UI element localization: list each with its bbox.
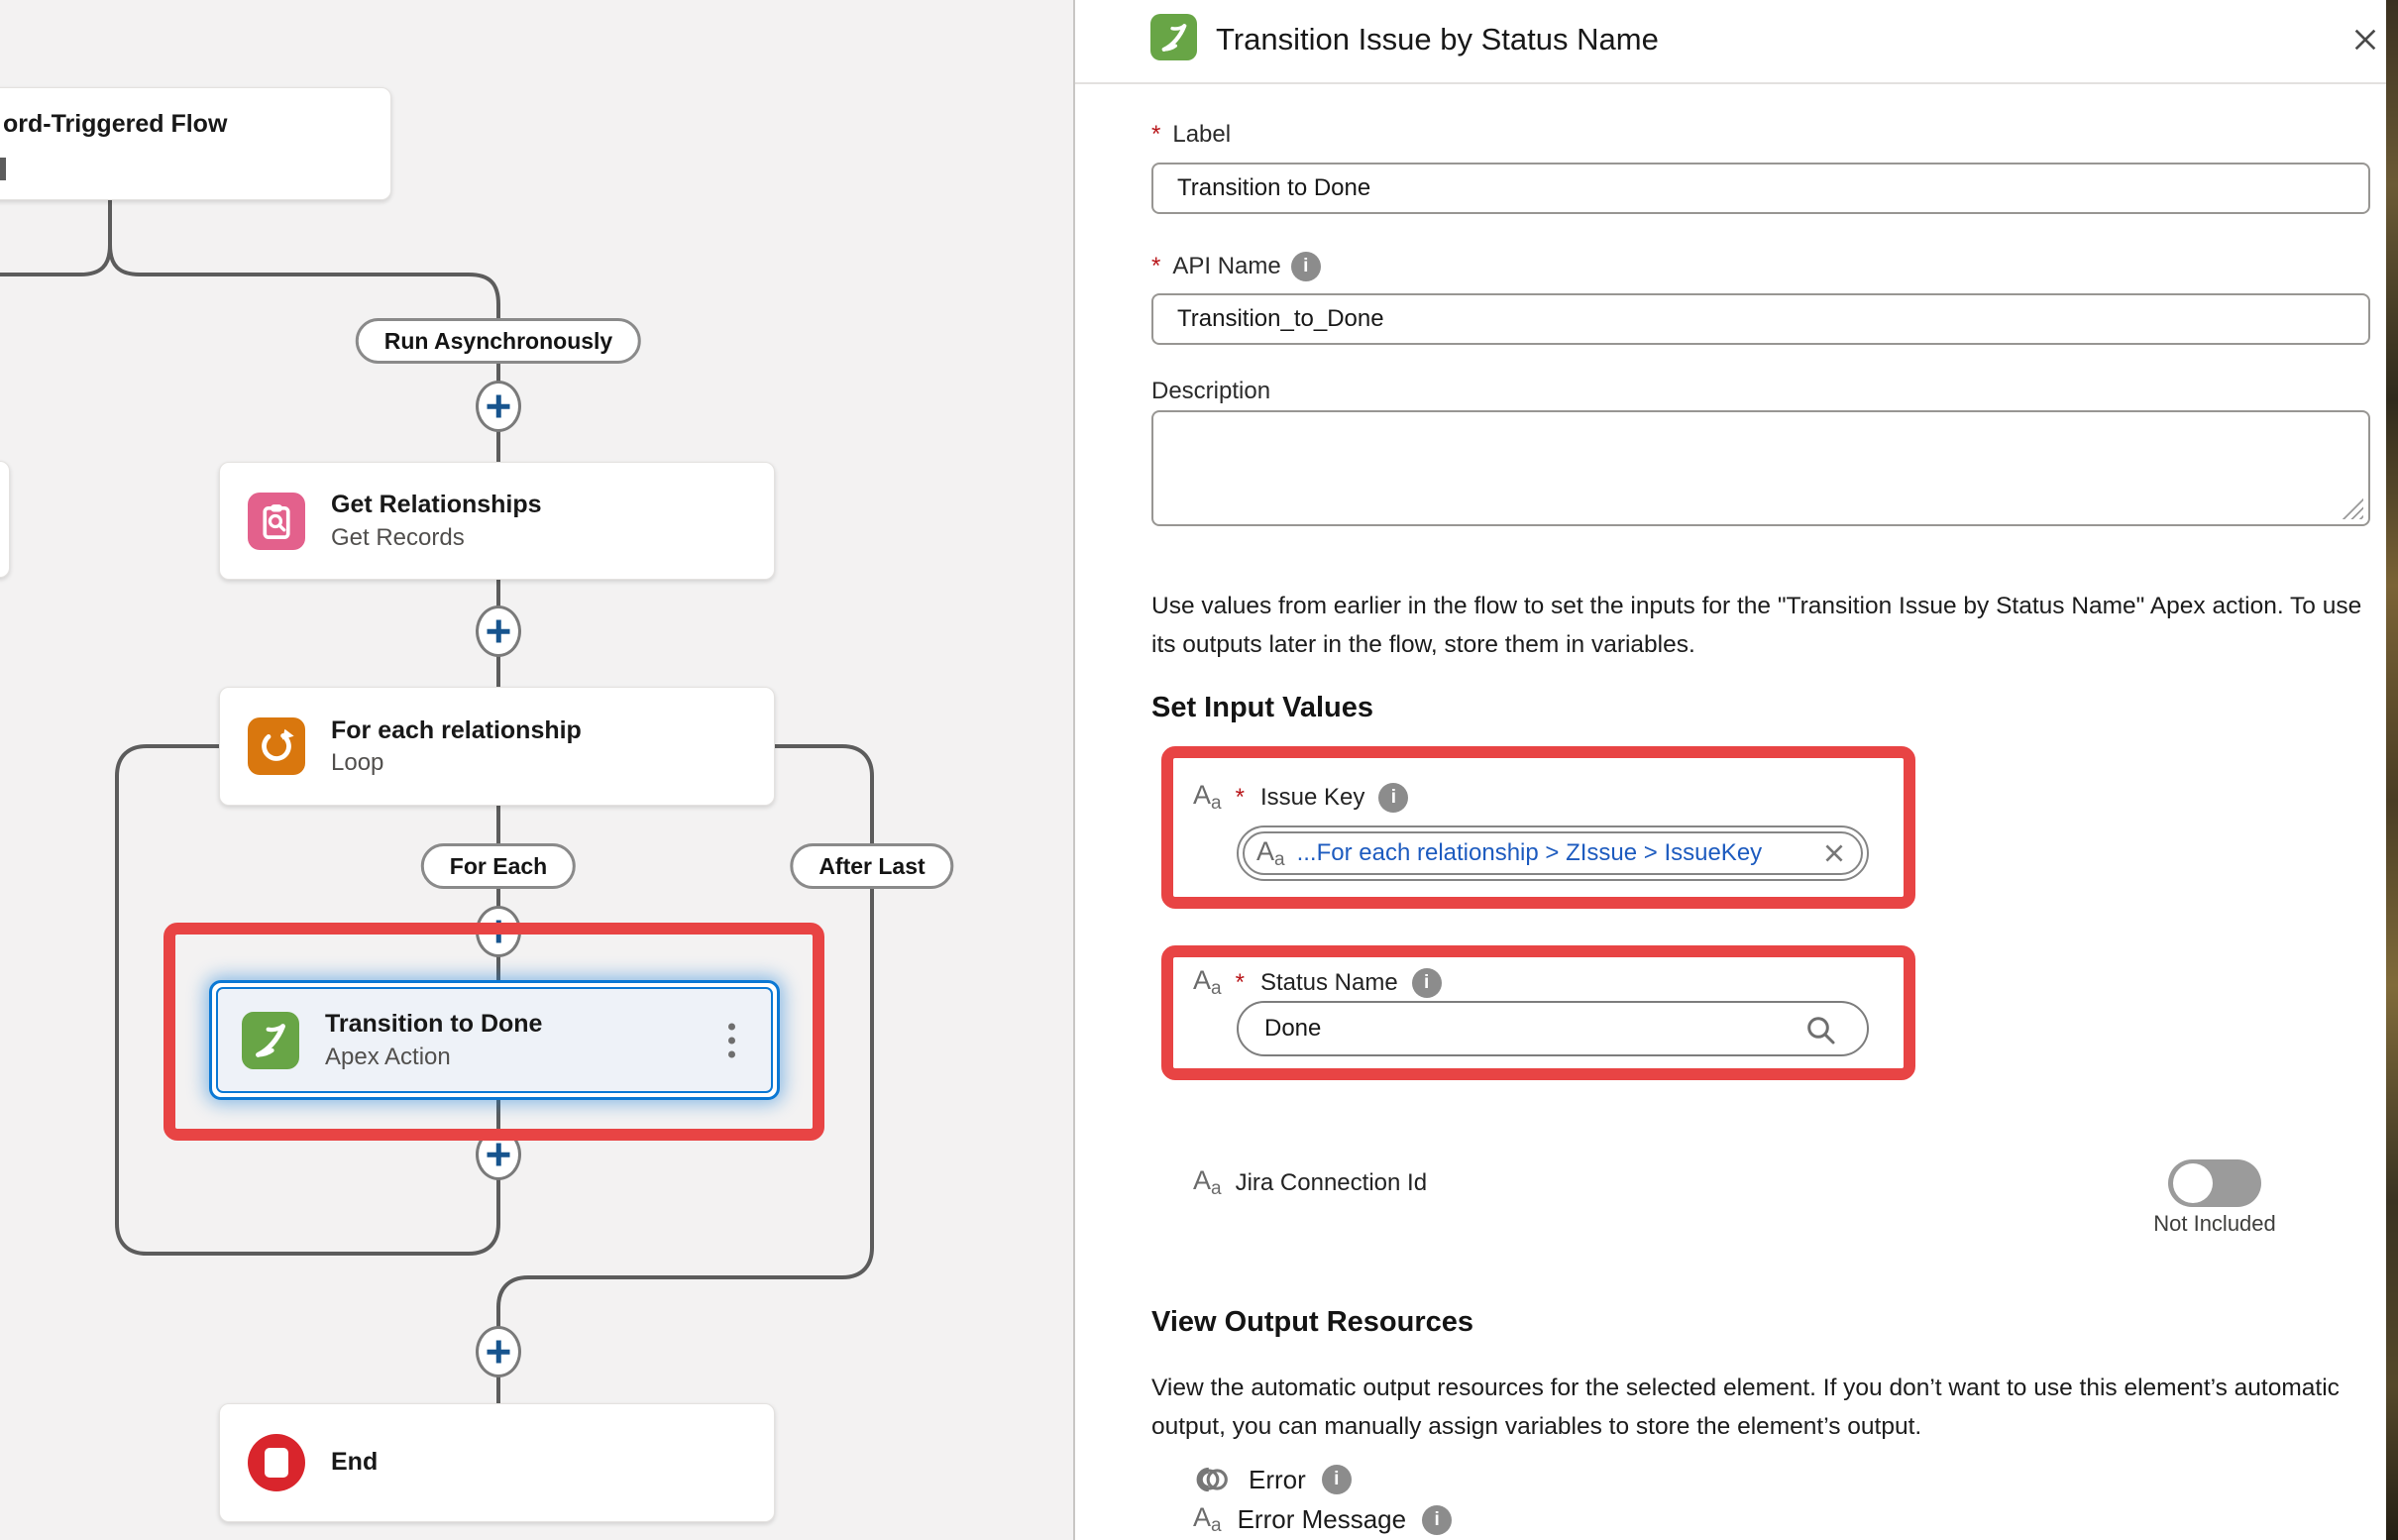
node-title: Get Relationships (331, 489, 542, 522)
label-input[interactable] (1151, 163, 2370, 214)
issue-key-label: Issue Key (1260, 784, 1364, 812)
text-type-icon: Aa (1193, 1165, 1222, 1200)
info-icon[interactable]: i (1378, 783, 1408, 813)
resource-pill: Aa ...For each relationship > ZIssue > I… (1243, 831, 1863, 875)
text-type-icon: Aa (1193, 780, 1222, 815)
toggle-knob (2173, 1163, 2213, 1203)
node-title: Transition to Done (325, 1008, 542, 1042)
issue-key-row: Aa * Issue Key i (1193, 780, 1408, 815)
issue-key-combobox[interactable]: Aa ...For each relationship > ZIssue > I… (1237, 825, 1869, 881)
panel-title: Transition Issue by Status Name (1216, 22, 1659, 57)
partial-node-card[interactable] (0, 461, 10, 578)
error-label: Error (1249, 1465, 1306, 1495)
close-icon (2349, 24, 2381, 55)
trigger-subtitle-fragment (0, 158, 6, 180)
info-icon[interactable]: i (1422, 1505, 1452, 1535)
error-message-label: Error Message (1238, 1504, 1407, 1535)
text-type-icon: Aa (1193, 965, 1222, 1000)
add-element-button[interactable] (476, 906, 521, 957)
node-subtitle: Loop (331, 747, 582, 778)
annotation-box-issue-key: Aa * Issue Key i Aa ...For each relation… (1161, 746, 1915, 909)
status-name-input[interactable] (1237, 1001, 1869, 1056)
add-element-button[interactable] (476, 1129, 521, 1180)
info-icon[interactable]: i (1322, 1465, 1352, 1494)
node-subtitle: Get Records (331, 522, 542, 553)
text-type-icon: Aa (1193, 1502, 1222, 1537)
get-relationships-node[interactable]: Get Relationships Get Records (219, 462, 775, 580)
config-panel: Transition Issue by Status Name * Label … (1073, 0, 2386, 1540)
add-element-button[interactable] (476, 381, 521, 432)
add-element-button[interactable] (476, 605, 521, 657)
apex-action-node-selected[interactable]: Transition to Done Apex Action (209, 980, 780, 1100)
close-button[interactable] (2344, 18, 2387, 61)
toggle-state-label: Not Included (2116, 1211, 2314, 1237)
error-output-row: Error i (1193, 1463, 1352, 1496)
description-field-label: Description (1151, 378, 1270, 405)
required-asterisk: * (1151, 253, 1160, 280)
description-textarea[interactable] (1151, 410, 2370, 526)
set-input-values-heading: Set Input Values (1151, 692, 1373, 724)
apex-action-icon (1150, 14, 1197, 60)
record-lookup-icon (248, 493, 305, 550)
required-asterisk: * (1236, 784, 1245, 812)
error-message-output-row: Aa Error Message i (1193, 1502, 1452, 1537)
desktop-wallpaper-strip (2386, 0, 2398, 1540)
info-icon[interactable]: i (1291, 252, 1321, 281)
apex-action-icon (242, 1012, 299, 1069)
add-element-button[interactable] (476, 1326, 521, 1377)
api-name-input[interactable] (1151, 293, 2370, 345)
label-field-label: * Label (1151, 121, 1231, 149)
node-menu-button[interactable] (722, 1017, 741, 1063)
remove-icon[interactable] (1821, 840, 1847, 866)
required-asterisk: * (1236, 969, 1245, 997)
for-each-badge: For Each (421, 843, 576, 889)
status-name-row: Aa * Status Name i (1193, 965, 1442, 1000)
loop-node[interactable]: For each relationship Loop (219, 687, 775, 806)
run-asynchronously-badge: Run Asynchronously (356, 318, 641, 364)
annotation-box-status-name: Aa * Status Name i (1161, 945, 1915, 1080)
end-icon (248, 1434, 305, 1491)
after-last-badge: After Last (790, 843, 953, 889)
end-node[interactable]: End (219, 1403, 775, 1522)
text-type-icon: Aa (1256, 836, 1285, 871)
status-name-label: Status Name (1260, 969, 1398, 997)
jira-connection-row: Aa Jira Connection Id (1193, 1165, 1427, 1200)
node-subtitle: Apex Action (325, 1042, 542, 1072)
panel-intro-text: Use values from earlier in the flow to s… (1151, 587, 2388, 664)
resource-pill-text: ...For each relationship > ZIssue > Issu… (1297, 839, 1809, 867)
required-asterisk: * (1151, 121, 1160, 149)
jira-connection-toggle[interactable] (2168, 1159, 2261, 1207)
panel-header: Transition Issue by Status Name (1075, 0, 2386, 84)
trigger-node[interactable]: ord-Triggered Flow (0, 87, 391, 200)
output-description: View the automatic output resources for … (1151, 1369, 2388, 1446)
jira-connection-label: Jira Connection Id (1236, 1169, 1427, 1197)
flow-canvas[interactable]: ord-Triggered Flow Run Asynchronously Ge… (0, 0, 1073, 1540)
boolean-type-icon (1193, 1463, 1233, 1496)
api-name-field-label: * API Name i (1151, 252, 1321, 281)
node-title: For each relationship (331, 715, 582, 748)
resize-handle-icon[interactable] (2342, 497, 2363, 519)
node-title: End (331, 1446, 378, 1480)
loop-icon (248, 717, 305, 775)
view-output-resources-heading: View Output Resources (1151, 1306, 1473, 1339)
trigger-node-title: ord-Triggered Flow (3, 108, 227, 142)
info-icon[interactable]: i (1412, 968, 1442, 998)
